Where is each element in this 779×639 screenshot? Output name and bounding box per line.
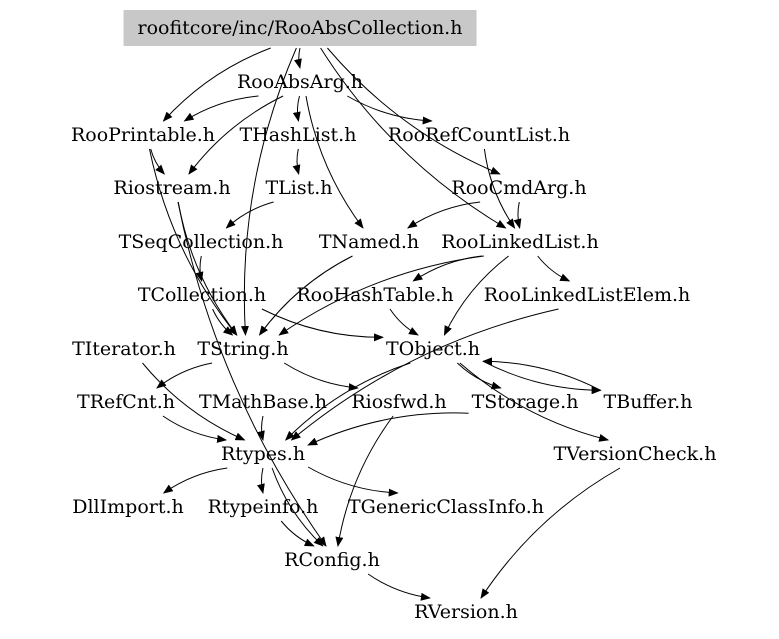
node-tcollection[interactable]: TCollection.h	[137, 284, 267, 306]
edge-riosfwd-to-rconfig	[335, 415, 394, 547]
edge-rconfig-to-rversion	[367, 573, 431, 601]
edge-rtypes-to-dllimport	[162, 467, 228, 494]
edge-root-to-absarg	[294, 47, 302, 69]
node-tstorage[interactable]: TStorage.h	[471, 391, 579, 413]
edge-rtypes-to-tgeneric	[307, 466, 399, 497]
edge-thashlist-to-tlist	[292, 148, 301, 175]
edge-tobject-to-tbuffer	[482, 360, 602, 395]
node-printable[interactable]: RooPrintable.h	[70, 124, 216, 146]
edge-linkedlist-to-tobject	[443, 255, 509, 336]
edge-rtypes-to-rtypeinfo	[257, 467, 265, 494]
node-rversion[interactable]: RVersion.h	[414, 601, 518, 623]
node-riostream[interactable]: Riostream.h	[113, 177, 231, 199]
edge-absarg-to-thashlist	[292, 95, 301, 122]
edge-printable-to-riostream	[150, 148, 165, 175]
node-linkedlist[interactable]: RooLinkedList.h	[441, 231, 599, 253]
node-tbuffer[interactable]: TBuffer.h	[603, 391, 693, 413]
edge-absarg-to-refcount	[347, 95, 433, 125]
edge-tstring-to-trefcnt	[156, 362, 213, 389]
edge-absarg-to-printable	[183, 95, 259, 122]
node-tlist[interactable]: TList.h	[265, 177, 333, 199]
edge-root-to-printable	[162, 47, 271, 122]
node-absarg[interactable]: RooAbsArg.h	[236, 71, 364, 93]
edge-tcollection-to-tobject	[261, 308, 384, 342]
edge-riostream-to-tstring	[177, 201, 238, 336]
edge-hashtable-to-tobject	[389, 308, 419, 336]
node-rtypeinfo[interactable]: Rtypeinfo.h	[207, 496, 319, 518]
edge-rtypes-to-rconfig	[271, 467, 324, 547]
node-hashtable[interactable]: RooHashTable.h	[296, 284, 454, 306]
node-refcount[interactable]: RooRefCountList.h	[387, 124, 571, 146]
edge-tversion-to-rversion	[480, 467, 621, 599]
edge-tobject-to-tstorage	[456, 362, 502, 390]
edge-tstring-to-riosfwd	[283, 362, 359, 392]
edge-root-to-cmdarg	[327, 47, 501, 175]
node-tversion[interactable]: TVersionCheck.h	[553, 443, 717, 465]
edge-tbuffer-to-tobject	[482, 357, 601, 391]
node-rconfig[interactable]: RConfig.h	[284, 549, 380, 571]
node-thashlist[interactable]: THashList.h	[239, 124, 357, 146]
edge-tnamed-to-tstring	[258, 255, 353, 336]
edge-tcollection-to-tstring	[212, 308, 234, 336]
edge-tlist-to-tseqcoll	[225, 201, 274, 229]
edge-linkedlist-to-linkedelem	[537, 255, 571, 282]
edge-titerator-to-rtypes	[142, 362, 246, 441]
edge-tmathbase-to-rtypes	[256, 415, 265, 441]
edge-root-to-tstring	[240, 47, 297, 336]
node-tgeneric[interactable]: TGenericClassInfo.h	[348, 496, 544, 518]
node-tobject[interactable]: TObject.h	[385, 338, 481, 360]
node-riosfwd[interactable]: Riosfwd.h	[351, 391, 447, 413]
edge-tobject-to-tversion	[459, 362, 610, 442]
edge-absarg-to-tnamed	[305, 95, 364, 229]
edge-linkedelem-to-rtypes	[290, 308, 559, 441]
node-tmathbase[interactable]: TMathBase.h	[199, 391, 327, 413]
edge-tobject-to-rtypes	[284, 362, 411, 441]
edge-tseqcoll-to-tcollection	[195, 255, 204, 282]
node-cmdarg[interactable]: RooCmdArg.h	[451, 177, 587, 199]
node-trefcnt[interactable]: TRefCnt.h	[77, 391, 175, 413]
node-tstring[interactable]: TString.h	[197, 338, 289, 360]
node-linkedelem[interactable]: RooLinkedListElem.h	[483, 284, 691, 306]
edge-rtypeinfo-to-rconfig	[280, 520, 315, 547]
edge-root-to-linkedlist	[320, 47, 507, 229]
edge-tstorage-to-rtypes	[307, 412, 469, 446]
edge-riostream-to-rconfig	[177, 201, 327, 547]
edge-cmdarg-to-tnamed	[407, 201, 481, 229]
edge-cmdarg-to-linkedlist	[513, 201, 522, 229]
edge-trefcnt-to-rtypes	[162, 415, 228, 443]
node-tnamed[interactable]: TNamed.h	[318, 231, 420, 253]
node-rtypes[interactable]: Rtypes.h	[220, 443, 306, 465]
node-tseqcoll[interactable]: TSeqCollection.h	[118, 231, 284, 253]
edge-linkedlist-to-tstring	[278, 255, 484, 336]
node-titerator[interactable]: TIterator.h	[72, 338, 176, 360]
node-dllimport[interactable]: DllImport.h	[72, 496, 184, 518]
edge-absarg-to-riostream	[188, 95, 284, 175]
edge-refcount-to-linkedlist	[483, 148, 516, 229]
node-root[interactable]: roofitcore/inc/RooAbsCollection.h	[123, 10, 477, 46]
